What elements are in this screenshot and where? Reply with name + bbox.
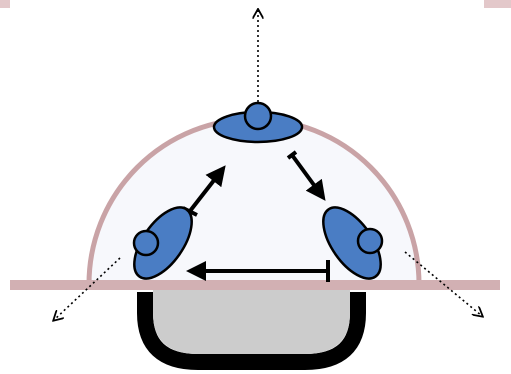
player-icon — [212, 101, 304, 144]
net-frame — [137, 292, 366, 370]
corner-mark-right — [484, 0, 511, 8]
corner-mark-left — [0, 0, 10, 8]
player-icon — [322, 206, 384, 280]
dotted-arrow-right — [404, 251, 482, 316]
dotted-arrow-left — [54, 257, 121, 320]
player-icon — [132, 206, 193, 280]
net-mesh — [153, 288, 350, 354]
solid-arrow-right-to-left — [186, 260, 330, 282]
goal-line — [10, 280, 500, 290]
solid-arrow-top-to-right — [286, 150, 326, 201]
